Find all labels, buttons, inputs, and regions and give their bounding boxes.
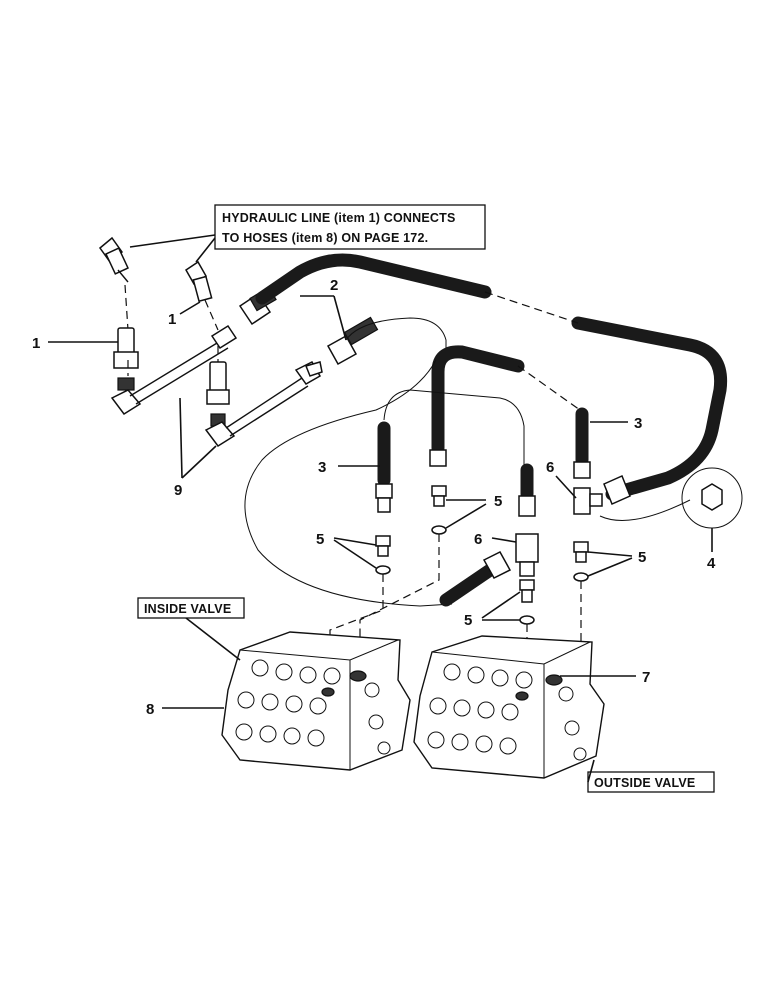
hose-middle-end	[429, 449, 447, 467]
adapter-5a	[431, 485, 447, 535]
note-leader-left	[129, 234, 216, 248]
hose-diagonal	[439, 551, 512, 607]
outside-valve-label: OUTSIDE VALVE	[587, 759, 715, 793]
adapter-5d	[573, 541, 589, 582]
leader-9a	[179, 397, 183, 479]
tube-assembly-lower	[204, 361, 323, 448]
inside-valve-body	[221, 631, 411, 771]
dash-to-inside-a	[329, 574, 384, 650]
leader-5d-b	[587, 557, 633, 577]
line-end-fitting-left	[98, 236, 129, 283]
callout-5b: 5	[316, 531, 324, 548]
adapter-5b	[375, 535, 391, 575]
outside-valve-body	[413, 635, 605, 779]
leader-1-upper	[179, 301, 201, 315]
outline-loop-right	[599, 499, 691, 521]
tee-upper	[573, 487, 603, 515]
leader-6-upper	[555, 475, 577, 499]
callout-1-upper: 1	[168, 311, 176, 328]
callout-5c: 5	[464, 612, 472, 629]
outline-loop-lower	[244, 359, 453, 607]
svg-text:INSIDE VALVE: INSIDE VALVE	[144, 602, 231, 616]
tee-lower	[515, 533, 539, 577]
dash-leader-1b	[204, 299, 219, 331]
note-line-2: TO HOSES (item 8) ON PAGE 172.	[222, 231, 428, 245]
hose-stub-middle-right	[518, 463, 536, 517]
inside-valve-label: INSIDE VALVE	[137, 597, 245, 661]
outline-loop-middle	[383, 389, 525, 468]
callout-8: 8	[146, 701, 154, 718]
leader-5b-b	[333, 539, 377, 569]
callout-6-lower: 6	[474, 531, 482, 548]
tube-assembly-upper	[110, 324, 238, 416]
dash-leader-1a	[124, 284, 129, 331]
callout-7: 7	[642, 669, 650, 686]
hydraulic-line-note: HYDRAULIC LINE (item 1) CONNECTS TO HOSE…	[129, 204, 486, 263]
leader-9b	[181, 445, 217, 479]
inner-hose	[431, 345, 589, 467]
callout-6-upper: 6	[546, 459, 554, 476]
leader-5d	[587, 551, 633, 557]
callout-1-left: 1	[32, 335, 40, 352]
callout-4: 4	[707, 555, 716, 572]
leader-5a-b	[445, 503, 487, 529]
callout-2: 2	[330, 277, 338, 294]
outline-loop-upper	[345, 317, 447, 348]
callout-3-right: 3	[634, 415, 642, 432]
long-hose	[255, 253, 728, 506]
leader-5b	[333, 537, 377, 546]
callout-5a: 5	[494, 493, 502, 510]
note-line-1: HYDRAULIC LINE (item 1) CONNECTS	[222, 211, 456, 225]
adapter-5c	[519, 579, 535, 625]
callout-3-left: 3	[318, 459, 326, 476]
callout-5d: 5	[638, 549, 646, 566]
leader-2b	[333, 295, 347, 341]
hose-left	[375, 421, 393, 513]
dash-to-inside-b	[359, 534, 440, 650]
leader-6-lower	[491, 537, 517, 543]
line-end-fitting-right	[185, 260, 213, 303]
leader-5c	[481, 591, 521, 619]
hose-right-end	[573, 461, 591, 479]
svg-text:OUTSIDE VALVE: OUTSIDE VALVE	[594, 776, 695, 790]
note-leader-right	[195, 237, 216, 263]
nut-item-4	[681, 467, 743, 529]
callout-9: 9	[174, 482, 182, 499]
